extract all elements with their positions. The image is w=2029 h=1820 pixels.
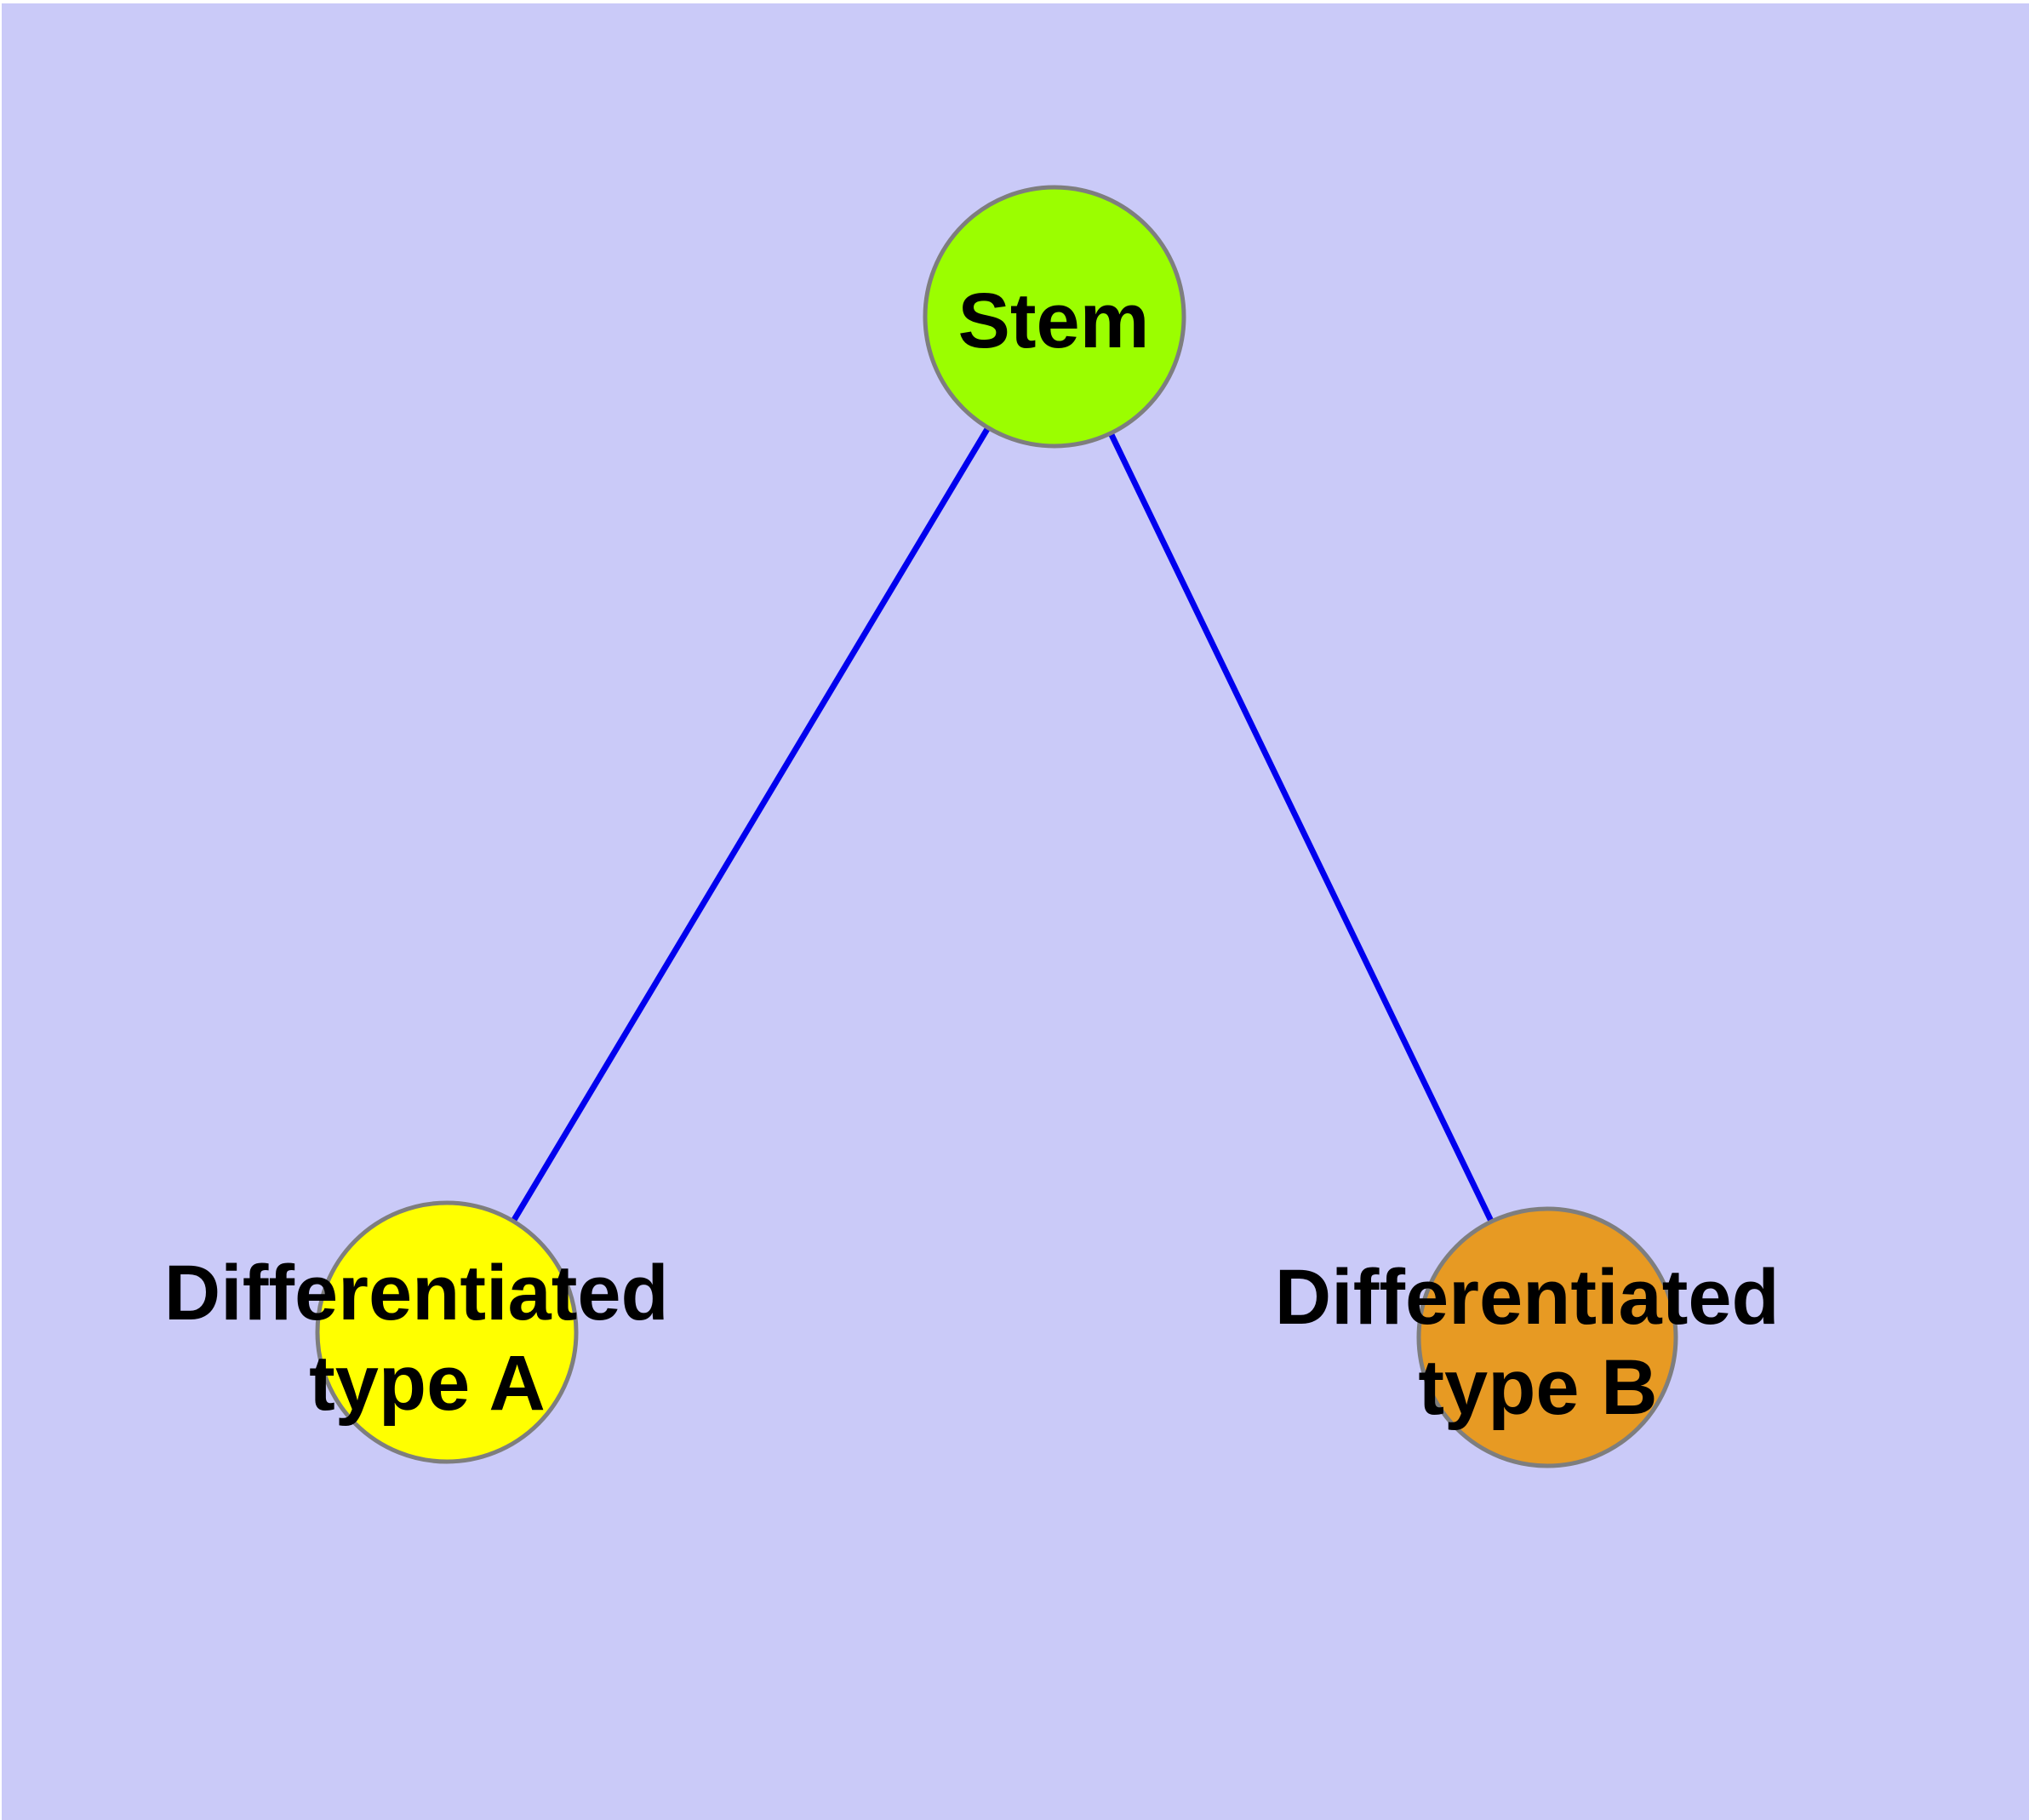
node-type-a-label: Differentiated type A bbox=[164, 1250, 691, 1427]
edge-stem-to-type-b bbox=[1051, 315, 1551, 1339]
node-type-b-label-line-2: type B bbox=[1418, 1344, 1657, 1431]
node-stem-label-line-1: Stem bbox=[958, 278, 1150, 364]
edge-stem-to-type-a bbox=[443, 315, 1058, 1334]
node-type-a-label-line-2: type A bbox=[309, 1340, 546, 1427]
node-type-a-label-line-1: Differentiated bbox=[164, 1250, 669, 1336]
node-type-b-label: Differentiated type B bbox=[1275, 1254, 1802, 1431]
node-stem-label: Stem bbox=[958, 278, 1150, 364]
node-stem bbox=[923, 185, 1186, 449]
node-type-b-label-line-1: Differentiated bbox=[1275, 1254, 1780, 1341]
node-differentiated-type-a bbox=[315, 1200, 579, 1464]
node-differentiated-type-b bbox=[1416, 1206, 1678, 1468]
